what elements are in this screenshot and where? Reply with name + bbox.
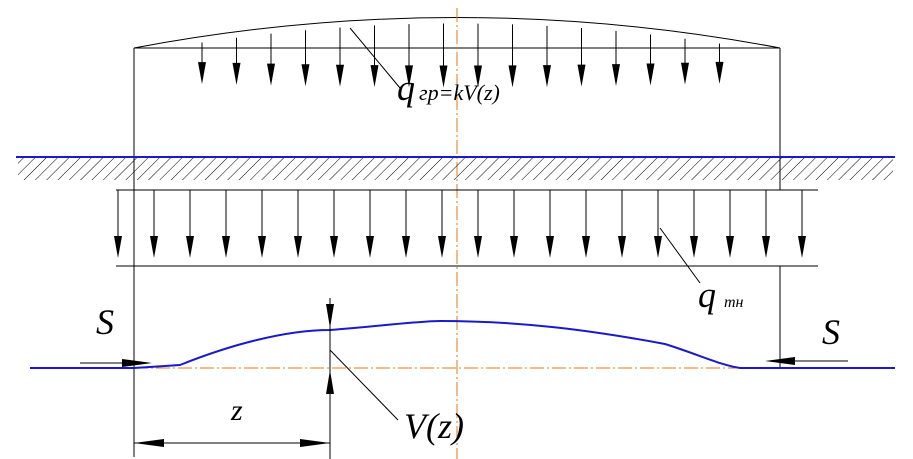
pipeline (30, 319, 895, 369)
load-arrow-head (186, 236, 194, 258)
load-arrow-head (618, 236, 626, 258)
load-arrow-head (510, 236, 518, 258)
load-arrow-head (330, 236, 338, 258)
load-arrow-head (198, 62, 206, 85)
q-tn-leader (659, 227, 701, 284)
load-arrow-head (646, 63, 655, 86)
load-arrow-head (612, 64, 620, 87)
load-arrow-head (798, 236, 806, 258)
load-arrow-head (439, 65, 448, 88)
load-arrow-head (577, 64, 586, 87)
load-arrow-head (258, 236, 266, 258)
load-arrow-head (267, 63, 275, 86)
q-gr-leader (349, 27, 401, 89)
load-arrow-head (366, 236, 374, 258)
load-arrow-head (405, 65, 413, 88)
s-left-label: S (96, 302, 114, 342)
load-arrow-head (294, 236, 302, 258)
axial-force-right-arrow (765, 357, 848, 365)
ground-surface (16, 156, 895, 180)
load-arrow-head (546, 236, 554, 258)
tunnel-load-arrows (114, 190, 806, 258)
z-dimension (134, 439, 330, 447)
deflection-dimension (326, 298, 399, 459)
load-arrow-head (715, 61, 724, 84)
load-arrow-head (301, 64, 310, 87)
tunnel-load-frame (116, 189, 818, 368)
s-right-label: S (822, 312, 840, 352)
load-arrow-head (690, 236, 698, 258)
axial-force-left-arrow (80, 359, 152, 367)
load-arrow-head (438, 236, 446, 258)
load-arrow-head (222, 236, 230, 258)
load-arrow-head (654, 236, 662, 258)
z-label: z (230, 394, 243, 427)
load-arrow-head (370, 65, 379, 88)
load-arrow-head (336, 64, 344, 87)
v-z-label: V(z) (404, 406, 464, 446)
load-arrow-head (232, 62, 241, 85)
load-arrow-head (114, 236, 122, 258)
load-arrow-head (681, 62, 689, 85)
load-arrow-head (726, 236, 734, 258)
load-arrow-head (150, 236, 158, 258)
load-arrow-head (474, 236, 482, 258)
load-arrow-head (508, 65, 517, 88)
soil-reaction-load-arrows (198, 23, 724, 88)
load-arrow-head (762, 236, 770, 258)
load-arrow-head (474, 65, 482, 88)
load-arrow-head (402, 236, 410, 258)
load-arrow-head (582, 236, 590, 258)
load-arrow-head (543, 65, 551, 88)
